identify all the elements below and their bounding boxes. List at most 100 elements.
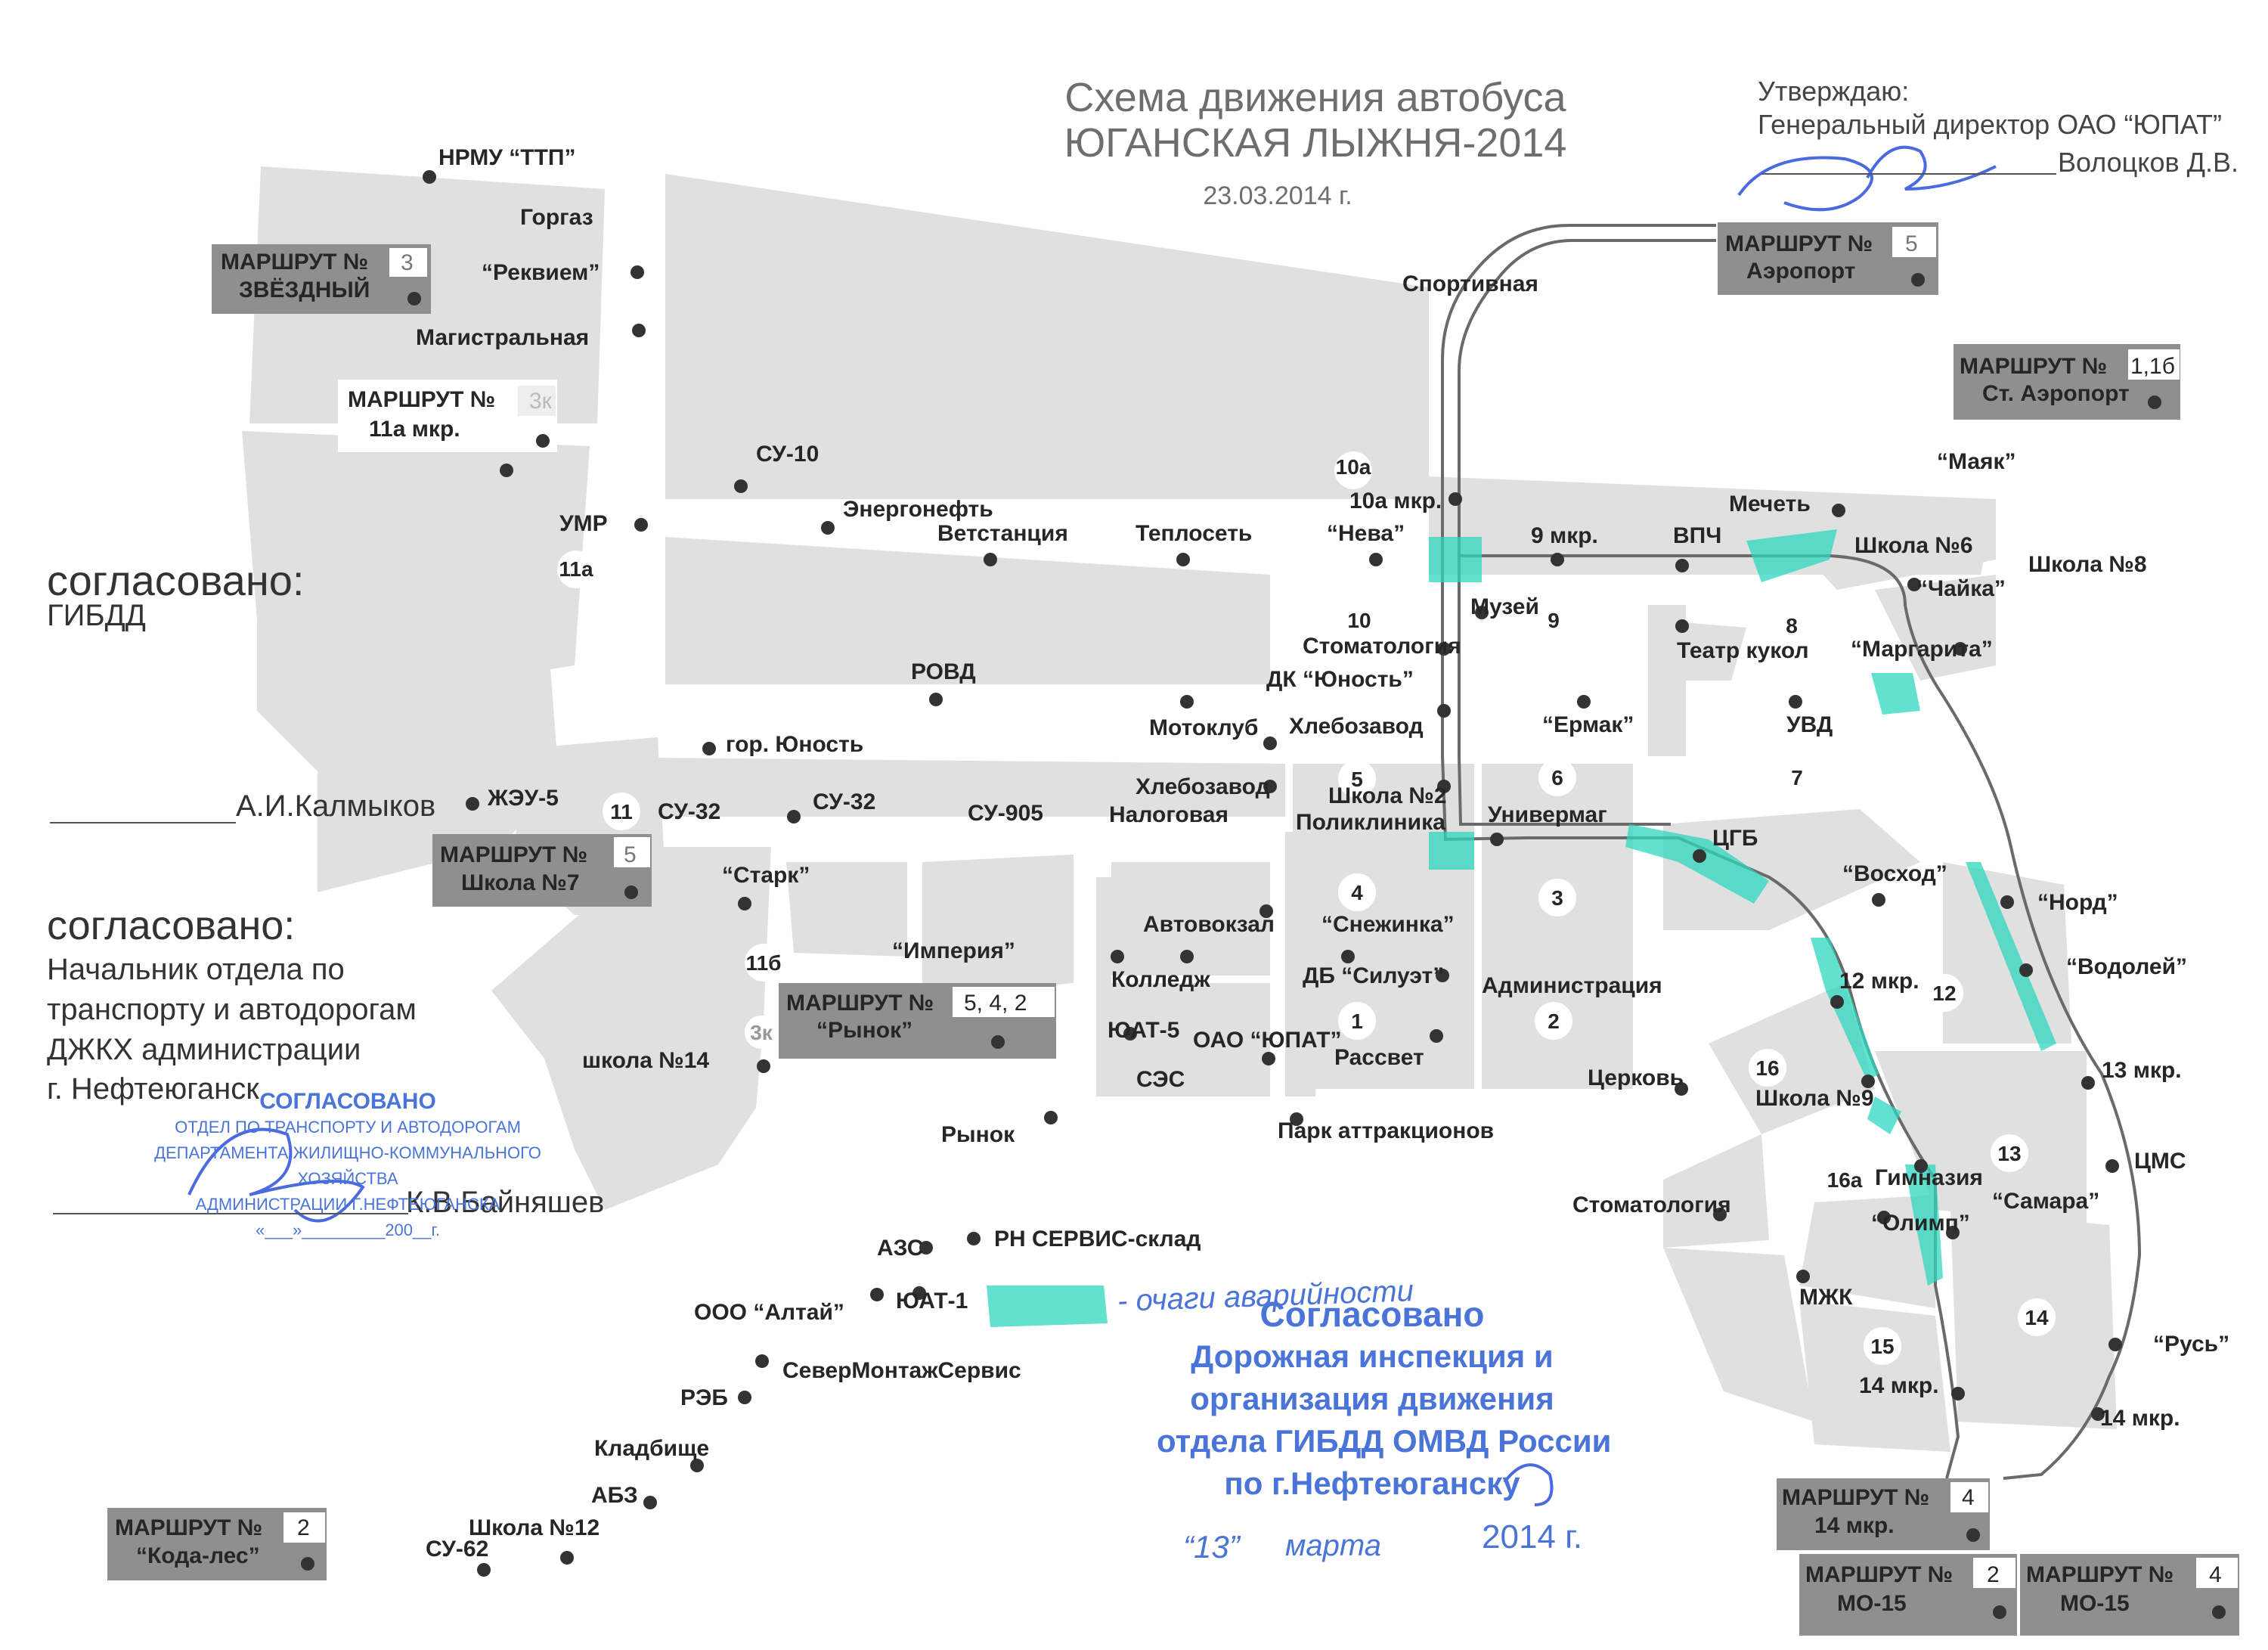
stop-label: “Маргарита” bbox=[1851, 637, 1993, 662]
gibdd-stamp: Согласовано Дорожная инспекция и организ… bbox=[1157, 1293, 1612, 1505]
district-11b: 11б bbox=[746, 951, 782, 975]
stop-label: Стоматология bbox=[1303, 634, 1461, 659]
stop-label: Ветстанция bbox=[937, 521, 1068, 546]
svg-text:5: 5 bbox=[624, 842, 637, 867]
stop-label: Гимназия bbox=[1875, 1165, 1983, 1190]
stop-label: СУ-32 bbox=[813, 789, 875, 814]
stop-label: ЖЭУ-5 bbox=[487, 786, 559, 811]
stamp-line: организация движения bbox=[1190, 1381, 1554, 1416]
map-title-line2: ЮГАНСКАЯ ЛЫЖНЯ-2014 bbox=[1064, 120, 1567, 166]
stop-labels: НРМУ “ТТП” Горгаз “Реквием” Магистральна… bbox=[416, 145, 2229, 1562]
route-box: МАРШРУТ № 5, 4, 2 “Рынок” bbox=[779, 983, 1056, 1059]
stop-label: Рынок bbox=[941, 1122, 1015, 1147]
district-14: 14 bbox=[2025, 1306, 2049, 1329]
svg-text:МАРШРУТ №: МАРШРУТ № bbox=[440, 842, 587, 867]
district-7: 7 bbox=[1791, 766, 1803, 789]
stop-label: РЭБ bbox=[680, 1385, 728, 1410]
route-line bbox=[1441, 224, 2142, 1480]
district-13: 13 bbox=[1997, 1142, 2021, 1165]
district-6: 6 bbox=[1551, 766, 1563, 789]
stamp-line: Дорожная инспекция и bbox=[1191, 1338, 1554, 1374]
route-box: МАРШРУТ № 2 “Кода-лес” bbox=[107, 1508, 327, 1580]
stop-label: ДБ “Силуэт” bbox=[1303, 963, 1444, 988]
svg-text:МАРШРУТ №: МАРШРУТ № bbox=[115, 1515, 262, 1540]
stamp-date-month: марта bbox=[1285, 1529, 1382, 1562]
stamp-line: Согласовано bbox=[1259, 1295, 1485, 1334]
stop-label: ЦГБ bbox=[1712, 826, 1758, 851]
stop-label: “Империя” bbox=[892, 938, 1015, 963]
stop-label: “Снежинка” bbox=[1321, 912, 1455, 937]
map-title-line1: Схема движения автобуса bbox=[1064, 75, 1566, 120]
svg-text:4: 4 bbox=[2209, 1562, 2222, 1587]
transport-signer: К.В.Байняшев bbox=[406, 1186, 605, 1219]
svg-text:2: 2 bbox=[297, 1515, 310, 1540]
stop-label: Школа №2 bbox=[1328, 783, 1447, 808]
route-boxes: МАРШРУТ № 3 ЗВЁЗДНЫЙ МАРШРУТ № 3к 11а мк… bbox=[107, 222, 2239, 1636]
stamp-line: АДМИНИСТРАЦИИ Г.НЕФТЕЮГАНСКА bbox=[195, 1195, 500, 1214]
stop-label: “Чайка” bbox=[1916, 576, 2006, 601]
stop-label: “Норд” bbox=[2037, 890, 2118, 915]
stop-label: ООО “Алтай” bbox=[694, 1300, 844, 1325]
district-10a: 10а bbox=[1336, 455, 1371, 479]
gibdd-org: ГИБДД bbox=[47, 599, 146, 632]
stop-label: 14 мкр. bbox=[2100, 1406, 2180, 1431]
stop-label: Музей bbox=[1470, 594, 1539, 619]
city-blocks bbox=[242, 166, 2117, 1452]
svg-text:МАРШРУТ №: МАРШРУТ № bbox=[221, 250, 368, 274]
svg-text:ЗВЁЗДНЫЙ: ЗВЁЗДНЫЙ bbox=[239, 277, 370, 302]
svg-text:МО-15: МО-15 bbox=[1837, 1591, 1907, 1616]
stop-label: Универмаг bbox=[1488, 802, 1607, 827]
transport-heading: согласовано: bbox=[47, 903, 296, 948]
district-15: 15 bbox=[1870, 1335, 1894, 1358]
stop-label: Школа №6 bbox=[1854, 533, 1973, 558]
stop-label: ЮАТ-1 bbox=[896, 1289, 968, 1313]
svg-text:Школа №7: Школа №7 bbox=[461, 870, 580, 895]
svg-text:МАРШРУТ №: МАРШРУТ № bbox=[1725, 231, 1873, 256]
svg-text:МАРШРУТ №: МАРШРУТ № bbox=[348, 387, 495, 412]
route-box: МАРШРУТ № 2 МО-15 bbox=[1799, 1554, 2017, 1636]
svg-text:МАРШРУТ №: МАРШРУТ № bbox=[1960, 354, 2107, 379]
transport-line: транспорту и автодорогам bbox=[47, 993, 417, 1026]
stop-label: Стоматология bbox=[1572, 1193, 1731, 1217]
route-box: МАРШРУТ № 3к 11а мкр. bbox=[338, 380, 557, 452]
district-9: 9 bbox=[1548, 609, 1560, 632]
district-11a: 11а bbox=[559, 557, 593, 581]
route-box: МАРШРУТ № 5 Аэропорт bbox=[1718, 222, 1938, 295]
stamp-line: по г.Нефтеюганску bbox=[1224, 1465, 1520, 1501]
signature-lines bbox=[50, 173, 2056, 1214]
stop-label: СУ-32 bbox=[658, 799, 720, 824]
stop-label: ДК “Юность” bbox=[1266, 667, 1414, 692]
accident-hotspots bbox=[987, 529, 2056, 1327]
stop-label: Мотоклуб bbox=[1149, 715, 1258, 740]
stop-label: “Русь” bbox=[2153, 1332, 2229, 1357]
stamp-line: ОТДЕЛ ПО ТРАНСПОРТУ И АВТОДОРОГАМ bbox=[175, 1118, 521, 1137]
stop-label: СУ-10 bbox=[756, 442, 819, 467]
svg-text:Ст. Аэропорт: Ст. Аэропорт bbox=[1982, 381, 2130, 406]
stop-label: Кладбище bbox=[594, 1436, 709, 1461]
district-labels: 10а 11а 10 9 8 11 5 6 7 4 3 11б 1 2 12 1… bbox=[559, 455, 2049, 1358]
gibdd-heading: согласовано: bbox=[47, 557, 305, 604]
stamp-line: СОГЛАСОВАНО bbox=[259, 1089, 436, 1114]
stop-label: НРМУ “ТТП” bbox=[438, 145, 575, 170]
stop-label: Теплосеть bbox=[1136, 521, 1252, 546]
stop-label: гор. Юность bbox=[726, 732, 863, 757]
approval-signer: Волоцков Д.В. bbox=[2058, 147, 2239, 178]
stop-label: школа №14 bbox=[582, 1048, 709, 1073]
stop-label: “Маяк” bbox=[1937, 449, 2016, 474]
stop-dots bbox=[423, 170, 2122, 1577]
stop-label: Мечеть bbox=[1729, 492, 1811, 516]
svg-text:5, 4, 2: 5, 4, 2 bbox=[964, 991, 1027, 1016]
stop-label: СеверМонтажСервис bbox=[782, 1358, 1021, 1383]
svg-text:4: 4 bbox=[1962, 1485, 1975, 1510]
gibdd-signer: А.И.Калмыков bbox=[236, 789, 436, 823]
transport-line: Начальник отдела по bbox=[47, 953, 345, 986]
approval-position: Генеральный директор ОАО “ЮПАТ” bbox=[1758, 109, 2222, 140]
svg-text:1,1б: 1,1б bbox=[2130, 354, 2175, 379]
district-1: 1 bbox=[1351, 1010, 1363, 1033]
stop-label: МЖК bbox=[1799, 1285, 1853, 1310]
transport-line: ДЖКХ администрации bbox=[47, 1033, 361, 1066]
stop-label: ОАО “ЮПАТ” bbox=[1193, 1028, 1342, 1053]
svg-text:14 мкр.: 14 мкр. bbox=[1814, 1513, 1895, 1538]
stamp-line: отдела ГИБДД ОМВД России bbox=[1157, 1423, 1612, 1459]
stop-label: 9 мкр. bbox=[1531, 523, 1598, 548]
